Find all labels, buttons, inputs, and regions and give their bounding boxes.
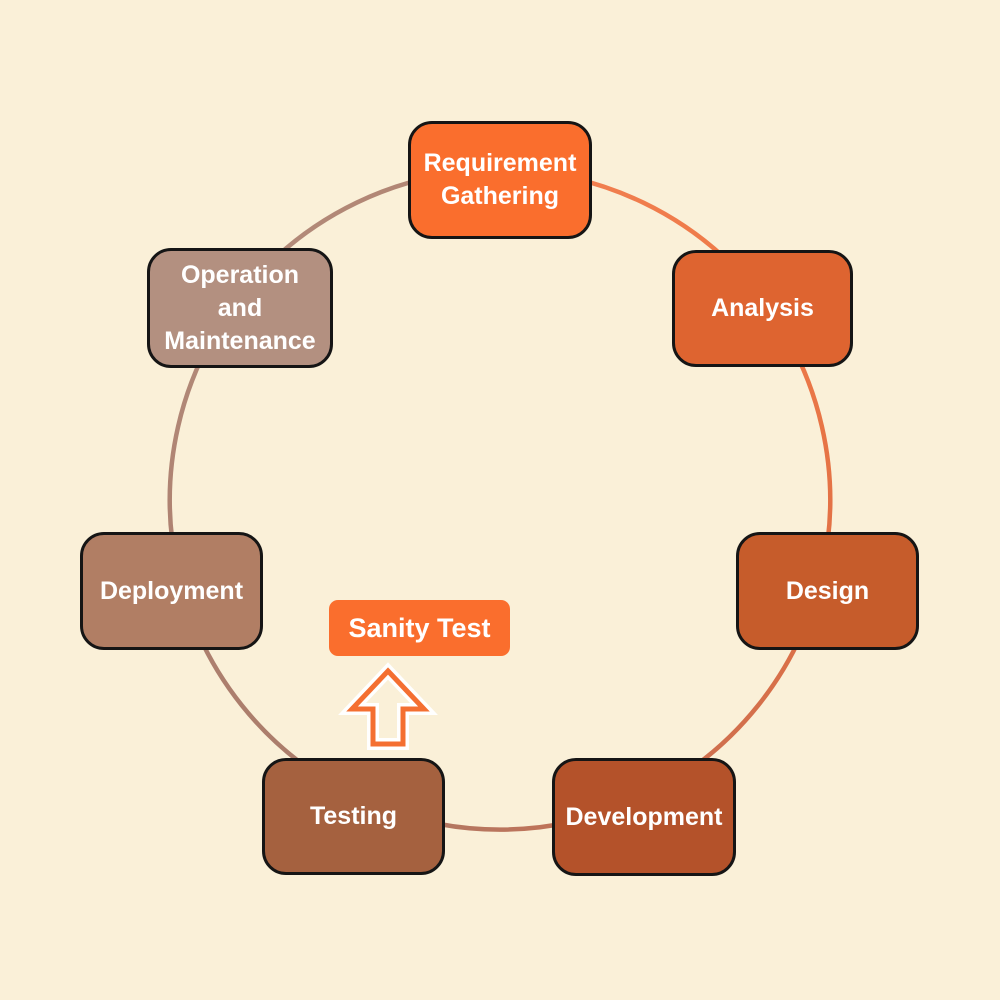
arrow-outline [346, 667, 430, 747]
node-label-requirement-gathering: Requirement Gathering [423, 149, 577, 210]
node-requirement-gathering: Requirement Gathering [408, 121, 592, 239]
node-deployment: Deployment [80, 532, 263, 650]
node-label-development: Development [565, 802, 723, 831]
node-testing: Testing [262, 758, 445, 875]
node-development: Development [552, 758, 736, 876]
node-design: Design [736, 532, 919, 650]
node-operation-maintenance: Operation and Maintenance [147, 248, 333, 368]
node-label-design: Design [785, 576, 870, 605]
node-label-operation-maintenance: Operation and Maintenance [164, 260, 316, 355]
node-label-deployment: Deployment [99, 576, 244, 605]
sanity-test-badge: Sanity Test [329, 600, 510, 656]
sanity-test-arrow [338, 662, 438, 750]
node-label-analysis: Analysis [711, 294, 814, 322]
sanity-test-label: Sanity Test [348, 612, 491, 643]
node-label-testing: Testing [309, 802, 398, 830]
node-analysis: Analysis [672, 250, 853, 367]
